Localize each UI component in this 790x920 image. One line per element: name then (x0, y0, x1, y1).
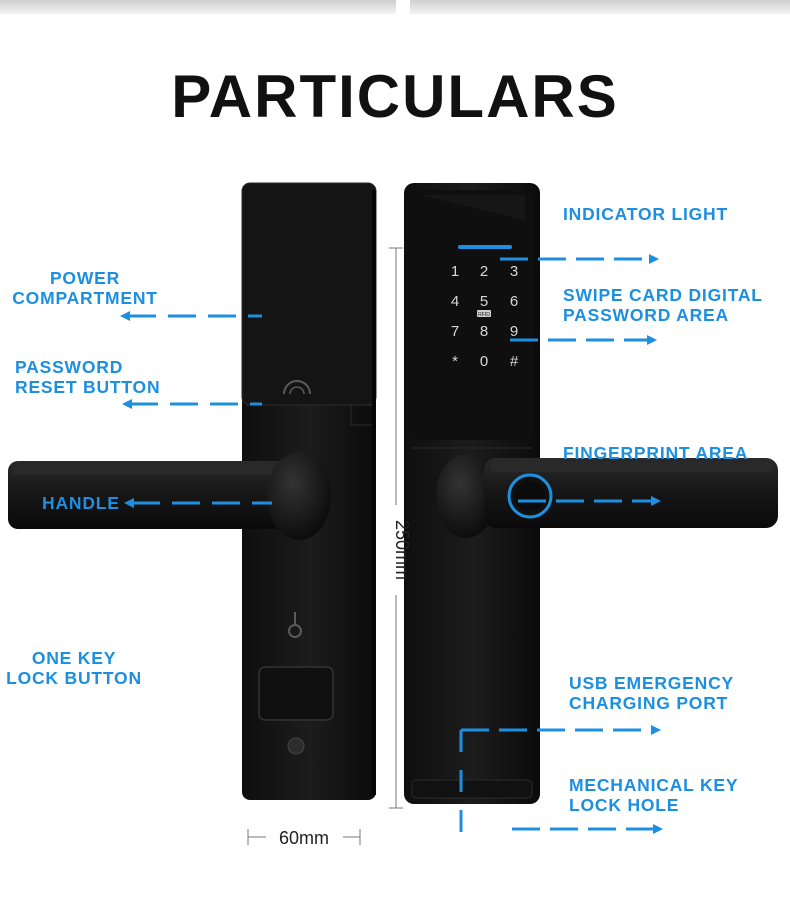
power-compartment-label-line-2: COMPARTMENT (12, 288, 158, 308)
password-reset-icon (283, 380, 311, 395)
password-reset-label-line-2: RESET BUTTON (15, 377, 161, 397)
usb-port-label-line-1: USB EMERGENCY (569, 673, 735, 693)
lock-button-cover (258, 666, 334, 721)
page-title: PARTICULARS (171, 63, 619, 130)
top-banner-strip (0, 0, 790, 14)
card-mark: RFID (478, 312, 490, 318)
password-reset-label: PASSWORD RESET BUTTON (15, 357, 160, 397)
one-key-lock-label-line-2: LOCK BUTTON (6, 668, 142, 688)
power-compartment-label: POWER COMPARTMENT (10, 268, 160, 308)
fingerprint-pointer (518, 496, 661, 506)
password-reset-label-line-1: PASSWORD (15, 357, 124, 377)
one-key-lock-label: ONE KEY LOCK BUTTON (0, 648, 148, 688)
handle-label: HANDLE (42, 493, 120, 513)
key-hole-pointer (512, 824, 663, 834)
power-compartment-pointer (120, 311, 262, 321)
indicator-light-label: INDICATOR LIGHT (563, 204, 728, 224)
card-icon (477, 310, 491, 317)
indicator-light (458, 245, 512, 249)
swipe-card-label-line-1: SWIPE CARD DIGITAL (563, 285, 763, 305)
width-dimension-line (247, 829, 361, 845)
usb-port-label: USB EMERGENCY CHARGING PORT (569, 673, 734, 713)
thumb-turn (287, 737, 305, 755)
banner-gap (396, 0, 410, 14)
keypad-key: 6 (510, 293, 518, 310)
keypad-key: # (510, 353, 519, 370)
key-slot (411, 779, 533, 799)
key-hole-label-line-2: LOCK HOLE (569, 795, 680, 815)
key-hole-label-line-1: MECHANICAL KEY (569, 775, 739, 795)
usb-port-pointer (459, 725, 661, 832)
keypad-key: 8 (480, 323, 488, 340)
height-dimension-line (389, 247, 403, 809)
one-key-lock-label-line-1: ONE KEY (31, 648, 117, 668)
keypad-key: 4 (451, 293, 459, 310)
left-handle (8, 452, 331, 540)
handle-pointer (124, 498, 272, 508)
height-dimension-label: 250mm (392, 520, 412, 580)
key-hole-label: MECHANICAL KEY LOCK HOLE (569, 775, 738, 815)
one-key-lock-icon (288, 612, 302, 638)
usb-port-label-line-2: CHARGING PORT (569, 693, 729, 713)
right-handle (436, 454, 778, 538)
keypad-key: 1 (451, 263, 459, 280)
keypad-key: 9 (510, 323, 518, 340)
indicator-light-pointer (500, 254, 659, 264)
swipe-card-label-line-2: PASSWORD AREA (563, 305, 729, 325)
fingerprint-label: FINGERPRINT AREA (563, 443, 749, 463)
keypad-key: * (452, 353, 458, 370)
keypad-key: 0 (480, 353, 488, 370)
width-dimension-label: 60mm (279, 828, 329, 848)
callout-pointers (120, 254, 663, 834)
power-compartment-label-line-1: POWER (49, 268, 121, 288)
swipe-card-pointer (510, 335, 657, 345)
swipe-card-label: SWIPE CARD DIGITAL PASSWORD AREA (563, 285, 763, 325)
keypad-key: 7 (451, 323, 459, 340)
keypad-key: 3 (510, 263, 518, 280)
password-reset-pointer (122, 399, 262, 409)
keypad: 1 2 3 4 5 6 7 8 9 * 0 # (451, 263, 519, 370)
keypad-key: 5 (480, 293, 488, 310)
keypad-key: 2 (480, 263, 488, 280)
